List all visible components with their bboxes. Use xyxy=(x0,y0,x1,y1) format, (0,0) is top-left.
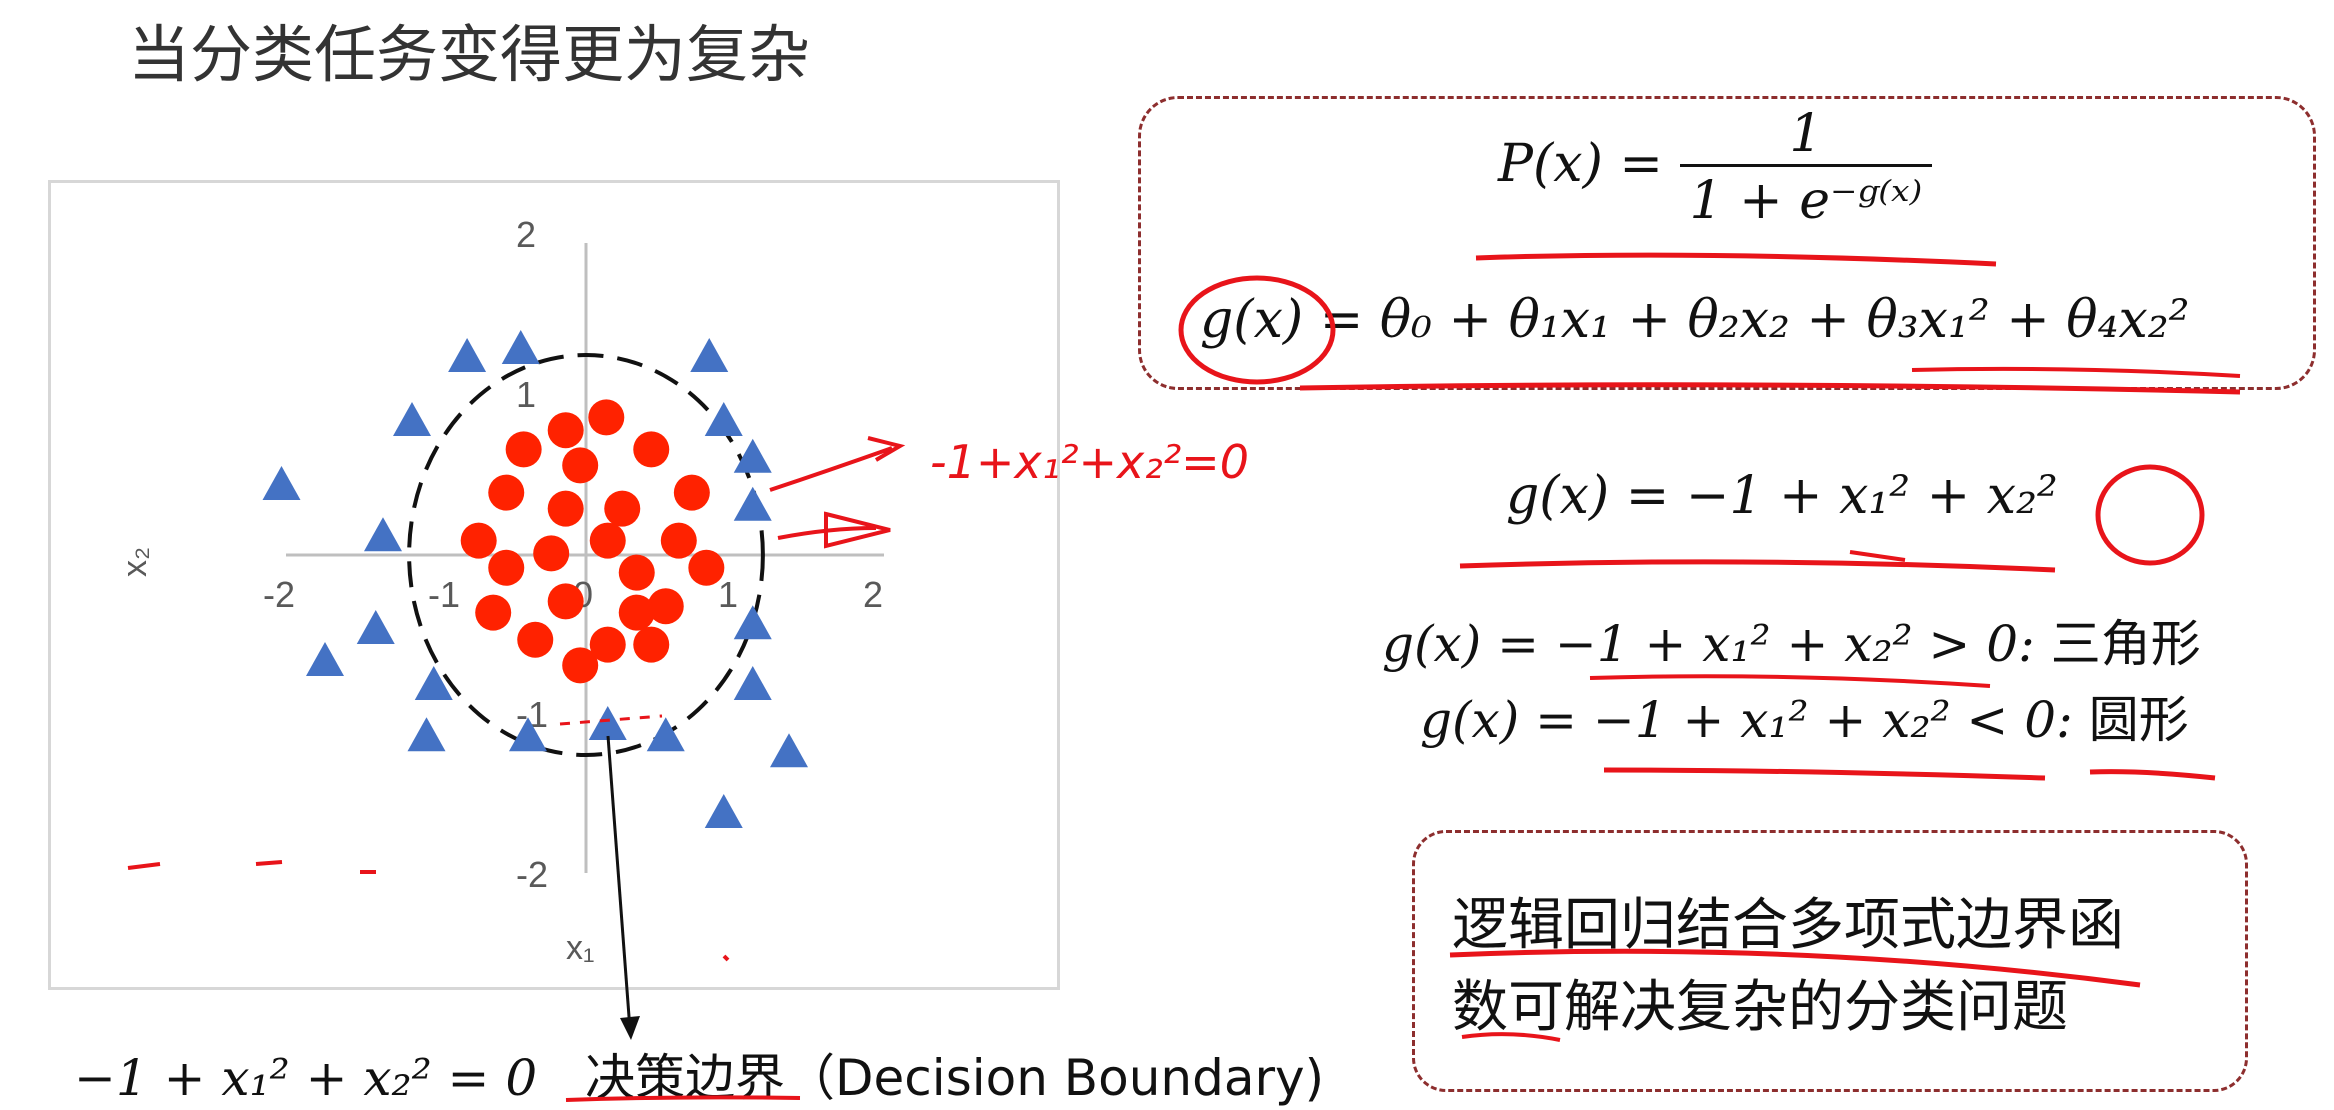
circle-point xyxy=(589,522,626,559)
g-less-equation: g(x) = −1 + x₁² + x₂² < 0: 圆形 xyxy=(1420,680,2189,752)
triangle-point xyxy=(262,466,301,500)
triangle-point xyxy=(704,402,743,436)
circle-point xyxy=(588,399,625,436)
summary-text: 逻辑回归结合多项式边界函 数可解决复杂的分类问题 xyxy=(1452,885,2124,1049)
circle-point xyxy=(547,490,584,527)
circle-point xyxy=(688,549,725,586)
circle-point xyxy=(673,474,710,511)
annotation-circle-empty xyxy=(2095,464,2205,566)
summary-box xyxy=(1412,830,2248,1092)
circle-class-label: 圆形 xyxy=(2088,691,2189,749)
y-tick-label: -2 xyxy=(516,854,548,895)
triangle-point xyxy=(733,666,772,700)
sigmoid-numerator: 1 xyxy=(1789,104,1823,164)
g-greater-expr: g(x) = −1 + x₁² + x₂² > 0: xyxy=(1382,615,2035,673)
sigmoid-equation: P(x) = 1 1 + e⁻ᵍ⁽ˣ⁾ xyxy=(1498,104,1933,231)
circle-point xyxy=(633,626,670,663)
triangle-point xyxy=(733,438,772,473)
annotation-underline-g-specific xyxy=(1459,559,2056,573)
g-less-expr: g(x) = −1 + x₁² + x₂² < 0: xyxy=(1420,691,2073,749)
triangle-point xyxy=(704,794,743,828)
annotation-underline-circle-label xyxy=(2089,769,2216,781)
circle-point xyxy=(505,431,542,468)
circle-point xyxy=(589,626,626,663)
sigmoid-fraction: 1 1 + e⁻ᵍ⁽ˣ⁾ xyxy=(1679,104,1933,231)
circle-point xyxy=(618,554,655,591)
triangle-point xyxy=(306,642,344,676)
annotation-underline-tick xyxy=(1849,550,1906,562)
circle-point xyxy=(660,522,697,559)
triangle-point xyxy=(501,330,540,364)
triangle-point xyxy=(509,717,547,752)
annotation-underline-lt xyxy=(1603,767,2046,781)
triangle-point xyxy=(407,717,446,752)
x-tick-label: 2 xyxy=(863,574,883,615)
circle-point xyxy=(547,583,584,620)
triangle-class-label: 三角形 xyxy=(2050,615,2201,673)
decision-boundary-label: 决策边界（Decision Boundary) xyxy=(585,1049,1325,1107)
boundary-equation: −1 + x₁² + x₂² = 0 xyxy=(74,1049,538,1107)
x-tick-label: 1 xyxy=(718,574,738,615)
summary-line-2: 数可解决复杂的分类问题 xyxy=(1452,975,2068,1040)
triangle-point xyxy=(448,338,487,372)
circle-point xyxy=(460,522,497,559)
y-tick-label: 1 xyxy=(516,374,536,415)
circle-point xyxy=(475,594,512,631)
triangle-point xyxy=(770,733,808,768)
decision-boundary-caption: −1 + x₁² + x₂² = 0 决策边界（Decision Boundar… xyxy=(74,1038,1324,1110)
page-title: 当分类任务变得更为复杂 xyxy=(128,18,811,91)
triangle-point xyxy=(393,402,431,436)
x-tick-label: -2 xyxy=(263,574,295,615)
sigmoid-denominator: 1 + e⁻ᵍ⁽ˣ⁾ xyxy=(1679,164,1933,231)
g-greater-equation: g(x) = −1 + x₁² + x₂² > 0: 三角形 xyxy=(1382,604,2201,676)
triangle-point xyxy=(690,338,729,372)
triangle-point xyxy=(414,666,453,700)
circle-point xyxy=(488,474,525,511)
circle-point xyxy=(533,535,570,572)
triangle-point xyxy=(364,517,402,552)
y-axis-title: x₂ xyxy=(116,547,154,577)
triangle-point xyxy=(646,717,685,752)
x-axis-title: x₁ xyxy=(566,929,594,967)
decision-boundary-circle xyxy=(407,353,765,757)
g-specific-equation: g(x) = −1 + x₁² + x₂² xyxy=(1506,466,2058,526)
circle-point xyxy=(562,447,599,484)
triangle-point xyxy=(588,706,627,740)
triangle-point xyxy=(733,486,772,521)
triangle-point xyxy=(356,610,395,644)
circle-point xyxy=(547,412,584,449)
boundary-pointer-arrowhead xyxy=(620,1016,640,1040)
circle-point xyxy=(562,647,599,684)
summary-line-1: 逻辑回归结合多项式边界函 xyxy=(1452,893,2124,958)
circle-point xyxy=(618,594,655,631)
g-general-equation: g(x) = θ₀ + θ₁x₁ + θ₂x₂ + θ₃x₁² + θ₄x₂² xyxy=(1200,290,2190,350)
y-tick-label: 2 xyxy=(516,214,536,255)
circle-point xyxy=(488,549,525,586)
x-tick-label: -1 xyxy=(428,574,460,615)
triangle-point xyxy=(733,605,772,640)
circle-point xyxy=(604,490,641,527)
sigmoid-lhs: P(x) = xyxy=(1498,134,1663,194)
circle-point xyxy=(647,588,684,625)
circle-point xyxy=(633,431,670,468)
circle-point xyxy=(517,621,554,658)
